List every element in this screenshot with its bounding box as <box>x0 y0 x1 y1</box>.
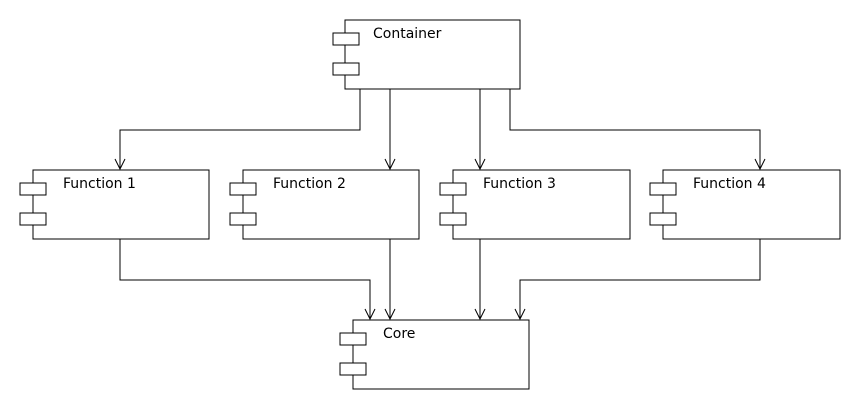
component-port-icon <box>439 212 467 226</box>
component-function-3: Function 3 <box>439 169 631 240</box>
component-label: Core <box>383 326 415 342</box>
component-port-icon <box>439 182 467 196</box>
component-port-icon <box>649 182 677 196</box>
component-port-icon <box>19 212 47 226</box>
edge-container-to-function-2 <box>384 89 396 171</box>
component-label: Function 3 <box>483 176 556 192</box>
edge-container-to-function-4 <box>509 89 766 171</box>
edge-container-to-function-1 <box>114 89 361 171</box>
edge-function-1-to-core <box>119 239 376 321</box>
component-label: Function 1 <box>63 176 136 192</box>
component-port-icon <box>229 212 257 226</box>
component-port-icon <box>332 62 360 76</box>
component-label: Function 4 <box>693 176 766 192</box>
component-port-icon <box>332 32 360 46</box>
component-port-icon <box>339 332 367 346</box>
edge-container-to-function-3 <box>474 89 486 171</box>
edge-function-4-to-core <box>514 239 761 321</box>
component-port-icon <box>339 362 367 376</box>
component-label: Container <box>373 26 442 42</box>
component-port-icon <box>649 212 677 226</box>
component-core: Core <box>339 319 530 390</box>
component-container: Container <box>332 19 521 90</box>
edge-function-3-to-core <box>474 239 486 321</box>
edge-function-2-to-core <box>384 239 396 321</box>
component-function-4: Function 4 <box>649 169 841 240</box>
component-function-1: Function 1 <box>19 169 210 240</box>
component-port-icon <box>19 182 47 196</box>
component-function-2: Function 2 <box>229 169 420 240</box>
component-label: Function 2 <box>273 176 346 192</box>
component-port-icon <box>229 182 257 196</box>
